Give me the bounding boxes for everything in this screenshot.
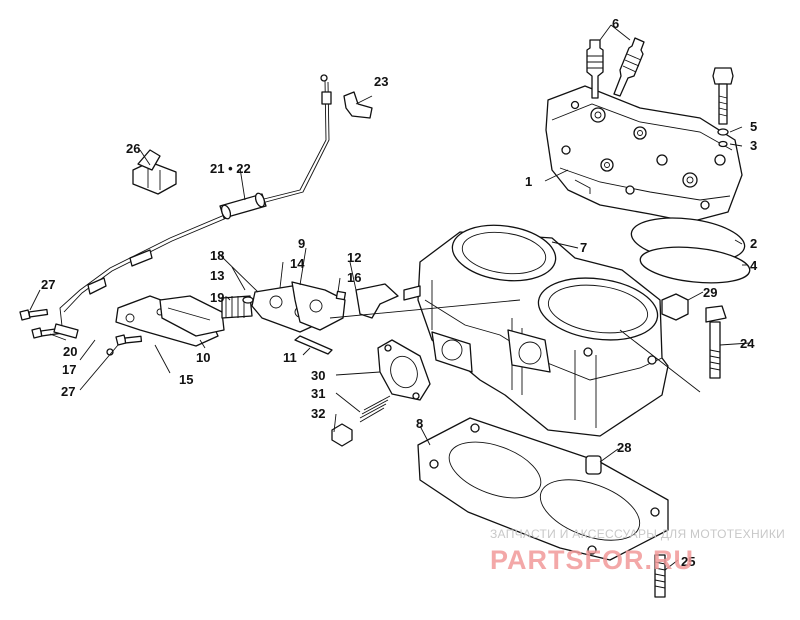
callout-labels: 1 2 3 4 5 6 7 8 9 10 11 12 13 14 15 16 1… xyxy=(41,16,758,569)
callout-1: 1 xyxy=(525,174,532,189)
callout-13: 13 xyxy=(210,268,224,283)
callout-7: 7 xyxy=(580,240,587,255)
callout-14: 14 xyxy=(290,256,305,271)
callout-32: 32 xyxy=(311,406,325,421)
callout-30: 30 xyxy=(311,368,325,383)
flange-nut xyxy=(661,293,689,321)
callout-23: 23 xyxy=(374,74,388,89)
callout-31: 31 xyxy=(311,386,325,401)
callout-27-bottom: 27 xyxy=(61,384,75,399)
callout-24: 24 xyxy=(740,336,755,351)
callout-6: 6 xyxy=(612,16,619,31)
watermark: ЗАПЧАСТИ И АКСЕССУАРЫ ДЛЯ МОТОТЕХНИКИ PA… xyxy=(490,527,785,575)
exhaust-valve-cable xyxy=(53,74,332,339)
callout-17: 17 xyxy=(62,362,76,377)
stud xyxy=(654,554,666,598)
callout-27-top: 27 xyxy=(41,277,55,292)
callout-5: 5 xyxy=(750,119,757,134)
callout-3: 3 xyxy=(750,138,757,153)
spark-plugs xyxy=(586,37,645,99)
exhaust-valve-assembly xyxy=(115,281,399,355)
callout-20: 20 xyxy=(63,344,77,359)
long-bolt xyxy=(705,305,727,379)
cable-clip xyxy=(343,91,373,119)
spring xyxy=(359,395,391,423)
callout-10: 10 xyxy=(196,350,210,365)
callout-8: 8 xyxy=(416,416,423,431)
callout-16: 16 xyxy=(347,270,361,285)
callout-15: 15 xyxy=(179,372,193,387)
callout-9: 9 xyxy=(298,236,305,251)
callout-29: 29 xyxy=(703,285,717,300)
watermark-caption: ЗАПЧАСТИ И АКСЕССУАРЫ ДЛЯ МОТОТЕХНИКИ xyxy=(490,527,785,541)
callout-21-22: 21 • 22 xyxy=(210,161,251,176)
callout-26: 26 xyxy=(126,141,140,156)
valve-gasket xyxy=(377,339,431,401)
leader-lines xyxy=(29,24,751,571)
nut xyxy=(331,423,353,447)
cable-bracket xyxy=(132,149,177,195)
callout-19: 19 xyxy=(210,290,224,305)
cylinder-head xyxy=(545,85,743,223)
callout-12: 12 xyxy=(347,250,361,265)
watermark-brand: PARTSFOR.RU xyxy=(490,545,694,575)
callout-18: 18 xyxy=(210,248,224,263)
base-gasket xyxy=(417,417,669,561)
callout-28: 28 xyxy=(617,440,631,455)
callout-4: 4 xyxy=(750,258,758,273)
callout-25: 25 xyxy=(681,554,695,569)
callout-2: 2 xyxy=(750,236,757,251)
callout-11: 11 xyxy=(283,350,297,365)
screws xyxy=(19,308,143,356)
dowel-pin xyxy=(585,455,602,475)
cylinder-block xyxy=(403,224,669,437)
head-bolt xyxy=(712,67,734,148)
o-rings xyxy=(630,217,751,284)
